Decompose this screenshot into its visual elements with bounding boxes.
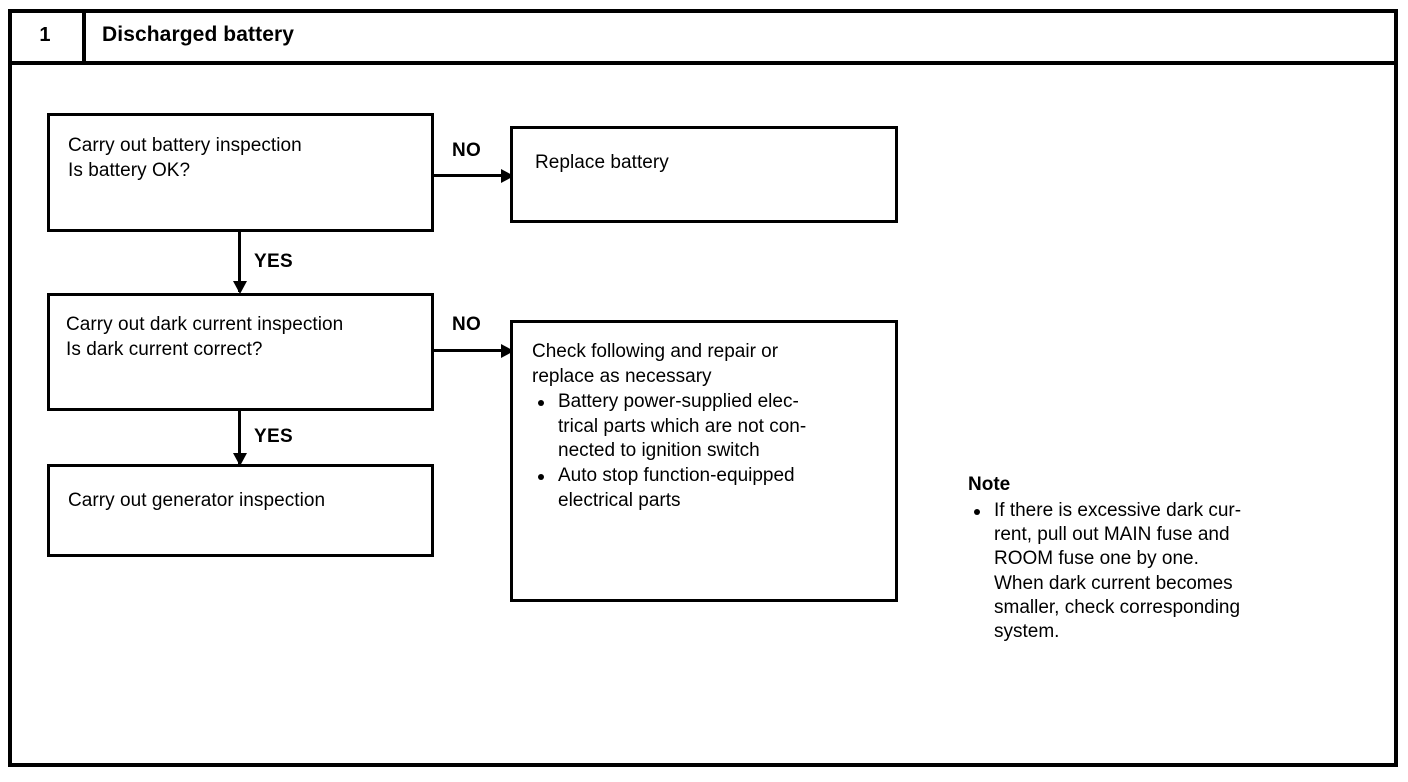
edge-label-no-battery: NO [452, 140, 482, 161]
arrow-no-dark-current-to-check-list [434, 349, 512, 352]
page-border [8, 9, 1398, 767]
flow-box-replace-battery-text: Replace battery [535, 152, 669, 173]
flow-box-dark-current-inspection: Carry out dark current inspection Is dar… [47, 293, 434, 411]
page-title: Discharged battery [102, 23, 295, 46]
note-bullet-list: If there is excessive dark cur- rent, pu… [968, 499, 1328, 645]
flow-box-battery-inspection: Carry out battery inspection Is battery … [47, 113, 434, 232]
edge-label-yes-battery: YES [254, 251, 293, 272]
list-item: Battery power-supplied elec- trical part… [532, 390, 885, 463]
section-header: 1 Discharged battery [8, 9, 1398, 65]
check-following-lead-in: Check following and repair or replace as… [532, 341, 779, 387]
flow-box-dark-current-inspection-text: Carry out dark current inspection Is dar… [66, 314, 344, 360]
edge-label-yes-dark-current: YES [254, 426, 293, 447]
arrow-yes-battery-to-dark-current [238, 232, 241, 292]
edge-label-no-dark-current: NO [452, 314, 482, 335]
arrow-yes-dark-current-to-generator [238, 411, 241, 464]
check-following-bullet-list: Battery power-supplied elec- trical part… [532, 390, 885, 513]
note-block: Note If there is excessive dark cur- ren… [968, 473, 1328, 645]
arrow-no-battery-to-replace [434, 174, 512, 177]
note-title: Note [968, 474, 1011, 495]
list-item: Auto stop function-equipped electrical p… [532, 464, 885, 513]
list-item: If there is excessive dark cur- rent, pu… [968, 499, 1328, 645]
flow-box-replace-battery: Replace battery [510, 126, 898, 223]
flow-box-check-following: Check following and repair or replace as… [510, 320, 898, 602]
flow-box-generator-inspection-text: Carry out generator inspection [68, 490, 326, 511]
flow-box-generator-inspection: Carry out generator inspection [47, 464, 434, 557]
section-number: 1 [8, 9, 86, 61]
flow-box-battery-inspection-text: Carry out battery inspection Is battery … [68, 135, 302, 181]
